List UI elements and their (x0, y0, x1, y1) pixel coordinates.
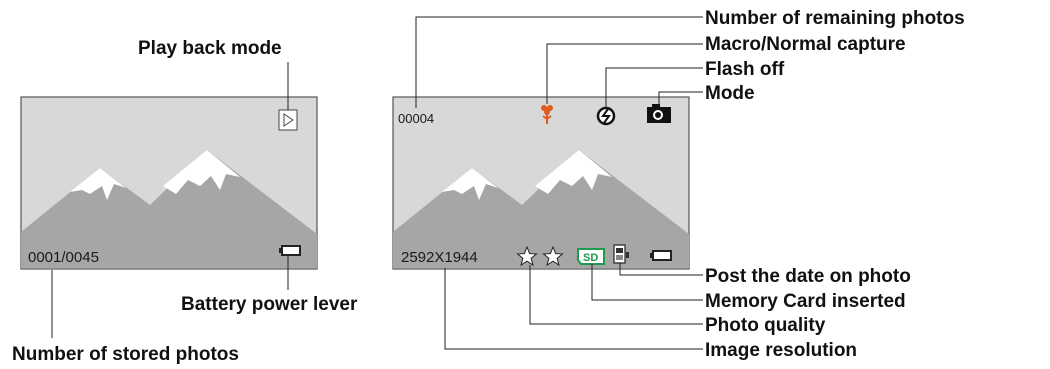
leader-remaining-photos (415, 16, 703, 108)
snow-cap-left (70, 168, 126, 200)
battery-icon (650, 250, 672, 261)
camera-icon (647, 104, 671, 123)
play-icon (278, 109, 298, 131)
capture-screen: 00004 2592X1944 (392, 96, 690, 270)
macro-flower-icon (541, 105, 553, 124)
callout-resolution: Image resolution (705, 340, 857, 361)
snow-cap-right-capture (535, 150, 612, 194)
playback-screen: 0001/0045 (20, 96, 318, 270)
playback-callouts: Play back mode Battery power lever Numbe… (12, 38, 358, 365)
leader-mode (658, 91, 703, 104)
star-icon (516, 245, 538, 267)
resolution-value: 2592X1944 (401, 249, 478, 266)
leader-flash (605, 67, 703, 108)
leader-date (619, 263, 703, 276)
callout-stored-photos: Number of stored photos (12, 344, 239, 365)
leader-macro (546, 43, 703, 104)
callout-quality: Photo quality (705, 315, 826, 336)
callout-play-back-mode: Play back mode (138, 38, 282, 59)
star-icon (542, 245, 564, 267)
stored-counter: 0001/0045 (28, 249, 99, 266)
callout-flash: Flash off (705, 59, 785, 80)
callout-date: Post the date on photo (705, 266, 911, 287)
snow-cap-left-capture (442, 168, 498, 200)
flash-off-icon (596, 106, 616, 126)
leader-memory-card (591, 264, 703, 301)
callout-mode: Mode (705, 83, 755, 104)
callout-macro: Macro/Normal capture (705, 34, 906, 55)
remaining-counter: 00004 (398, 111, 434, 126)
callout-battery: Battery power lever (181, 294, 358, 315)
leader-quality (529, 265, 703, 325)
battery-icon (279, 245, 301, 256)
leader-resolution (444, 268, 703, 350)
capture-callouts: Number of remaining photos Macro/Normal … (415, 8, 965, 361)
callout-remaining-photos: Number of remaining photos (705, 8, 965, 29)
snow-cap-right (163, 150, 240, 194)
sd-card-badge: SD (583, 252, 598, 264)
callout-memory-card: Memory Card inserted (705, 291, 906, 312)
sd-card-icon: SD (577, 248, 605, 265)
